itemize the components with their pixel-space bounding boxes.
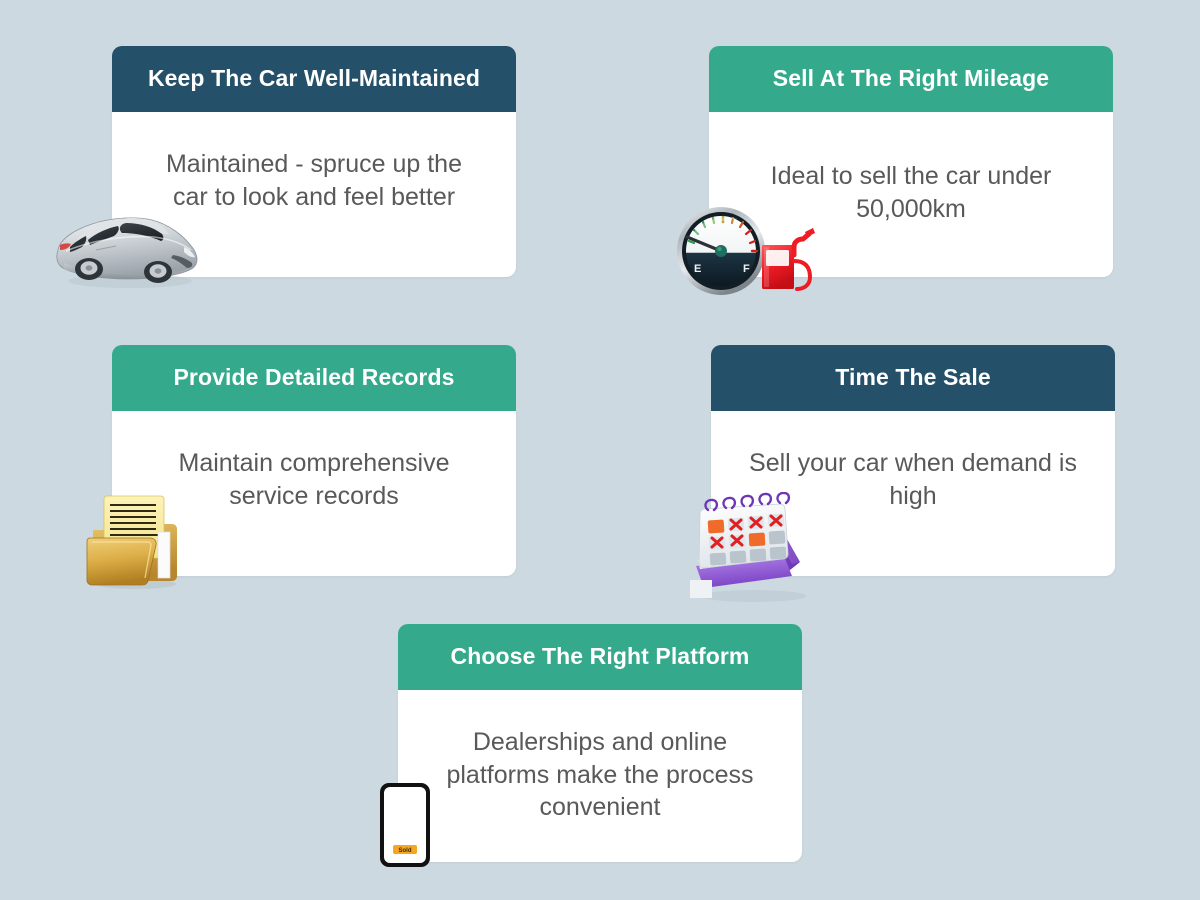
card-body: Dealerships and online platforms make th… (398, 690, 802, 862)
card-header: Choose The Right Platform (398, 624, 802, 690)
card-sell-at-the-right-mileage: Sell At The Right Mileage Ideal to sell … (709, 46, 1113, 277)
card-provide-detailed-records: Provide Detailed Records Maintain compre… (112, 345, 516, 576)
card-description: Sell your car when demand is high (749, 449, 1077, 510)
card-body: Maintain comprehensive service records (112, 411, 516, 576)
card-description: Dealerships and online platforms make th… (446, 728, 754, 821)
card-description: Ideal to sell the car under 50,000km (770, 162, 1052, 223)
card-keep-the-car-well-maintained: Keep The Car Well-Maintained Maintained … (112, 46, 516, 277)
card-title: Provide Detailed Records (173, 364, 455, 391)
card-description: Maintain comprehensive service records (178, 449, 450, 510)
card-body: Ideal to sell the car under 50,000km (709, 112, 1113, 277)
card-title: Keep The Car Well-Maintained (147, 65, 481, 92)
card-description: Maintained - spruce up the car to look a… (165, 150, 462, 211)
card-title: Choose The Right Platform (450, 643, 750, 670)
card-header: Keep The Car Well-Maintained (112, 46, 516, 112)
card-title: Sell At The Right Mileage (772, 65, 1050, 92)
card-body: Maintained - spruce up the car to look a… (112, 112, 516, 277)
card-time-the-sale: Time The Sale Sell your car when demand … (711, 345, 1115, 576)
card-choose-the-right-platform: Choose The Right Platform Dealerships an… (398, 624, 802, 862)
card-header: Provide Detailed Records (112, 345, 516, 411)
card-body: Sell your car when demand is high (711, 411, 1115, 576)
gauge-empty-label: E (694, 263, 701, 275)
card-header: Sell At The Right Mileage (709, 46, 1113, 112)
card-title: Time The Sale (835, 364, 991, 391)
card-header: Time The Sale (711, 345, 1115, 411)
